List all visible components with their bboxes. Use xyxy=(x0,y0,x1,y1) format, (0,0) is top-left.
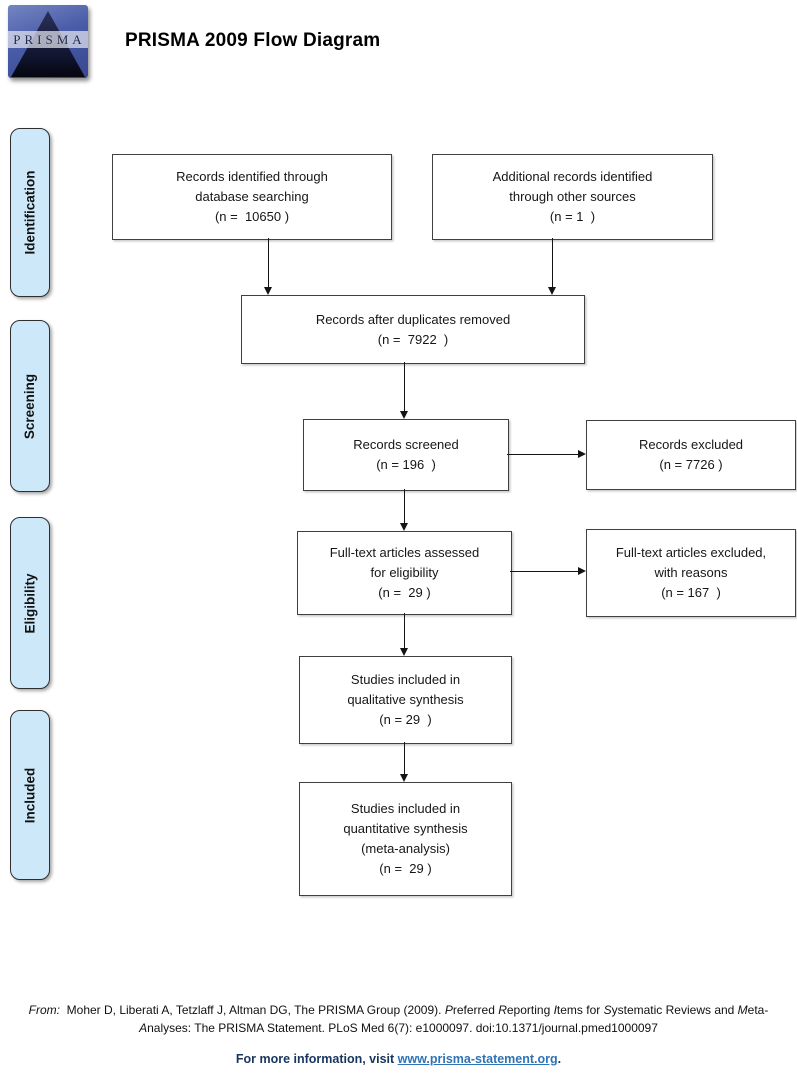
box-count-line: (n = 167 ) xyxy=(661,585,721,600)
stage-label-eligibility: Eligibility xyxy=(10,517,50,689)
arrow-fulltext-to-excluded xyxy=(510,566,586,575)
citation-text: From: Moher D, Liberati A, Tetzlaff J, A… xyxy=(20,1001,777,1037)
box-line: database searching xyxy=(195,189,309,204)
arrow-fulltext-to-qualitative xyxy=(399,613,408,656)
citation-line-2: Analyses: The PRISMA Statement. PLoS Med… xyxy=(139,1021,658,1035)
flow-box-fulltext-assessed: Full-text articles assessed for eligibil… xyxy=(297,531,512,615)
box-line: Additional records identified xyxy=(492,169,653,184)
arrow-qualitative-to-quantitative xyxy=(399,742,408,782)
arrow-screened-to-excluded xyxy=(507,449,586,458)
prisma-statement-link[interactable]: www.prisma-statement.org xyxy=(397,1052,558,1066)
box-line: with reasons xyxy=(654,565,728,580)
flow-box-fulltext-excluded: Full-text articles excluded, with reason… xyxy=(586,529,796,617)
box-line: Records excluded xyxy=(638,437,744,452)
box-line: qualitative synthesis xyxy=(347,692,464,707)
box-count-line: (n = 7922 ) xyxy=(377,331,449,347)
arrow-duplicates-to-screened xyxy=(399,362,408,419)
box-line: Studies included in xyxy=(350,672,461,687)
more-information-line: For more information, visit www.prisma-s… xyxy=(0,1052,797,1066)
stage-label-text: Eligibility xyxy=(22,572,38,634)
box-count-line: (n = 10650 ) xyxy=(214,209,290,224)
flow-box-after-duplicates: Records after duplicates removed (n = 79… xyxy=(241,295,585,364)
box-count-line: (n = 1 ) xyxy=(549,209,596,224)
flow-box-additional-records: Additional records identified through ot… xyxy=(432,154,713,240)
box-line: for eligibility xyxy=(370,565,439,580)
prisma-logo-text: PRISMA xyxy=(13,31,86,47)
flow-box-qualitative-synthesis: Studies included in qualitative synthesi… xyxy=(299,656,512,744)
flow-box-quantitative-synthesis: Studies included in quantitative synthes… xyxy=(299,782,512,896)
box-line: through other sources xyxy=(509,189,636,204)
stage-label-text: Identification xyxy=(22,170,38,255)
stage-label-text: Screening xyxy=(22,373,38,439)
stage-label-identification: Identification xyxy=(10,128,50,297)
stage-label-included: Included xyxy=(10,710,50,880)
box-line: Records screened xyxy=(353,437,459,452)
box-count-line: (n = 29 ) xyxy=(378,585,431,600)
box-count-line: (n = 29 ) xyxy=(379,712,432,727)
prisma-logo-band: PRISMA xyxy=(8,31,88,49)
flow-box-records-identified: Records identified through database sear… xyxy=(112,154,392,240)
box-line: (meta-analysis) xyxy=(361,841,450,856)
box-line: Records identified through xyxy=(176,169,328,184)
flow-box-records-excluded: Records excluded (n = 7726 ) xyxy=(586,420,796,490)
box-line: Studies included in xyxy=(350,801,461,816)
arrow-identified-to-duplicates xyxy=(263,238,272,295)
box-line: Records after duplicates removed xyxy=(315,311,511,327)
info-prefix: For more information, visit xyxy=(235,1052,398,1066)
box-count-line: (n = 29 ) xyxy=(379,861,432,876)
flow-box-records-screened: Records screened (n = 196 ) xyxy=(303,419,509,491)
info-suffix: . xyxy=(557,1052,562,1066)
box-line: Full-text articles excluded, xyxy=(615,545,767,560)
arrow-screened-to-fulltext xyxy=(399,489,408,531)
citation-line-1: From: Moher D, Liberati A, Tetzlaff J, A… xyxy=(28,1003,769,1017)
box-count-line: (n = 196 ) xyxy=(376,457,436,472)
arrow-additional-to-duplicates xyxy=(547,238,556,295)
prisma-logo: PRISMA xyxy=(8,5,88,78)
stage-label-text: Included xyxy=(22,767,38,823)
page-title: PRISMA 2009 Flow Diagram xyxy=(125,30,381,51)
box-line: quantitative synthesis xyxy=(343,821,468,836)
stage-label-screening: Screening xyxy=(10,320,50,492)
box-count-line: (n = 7726 ) xyxy=(659,457,723,472)
box-line: Full-text articles assessed xyxy=(329,545,480,560)
